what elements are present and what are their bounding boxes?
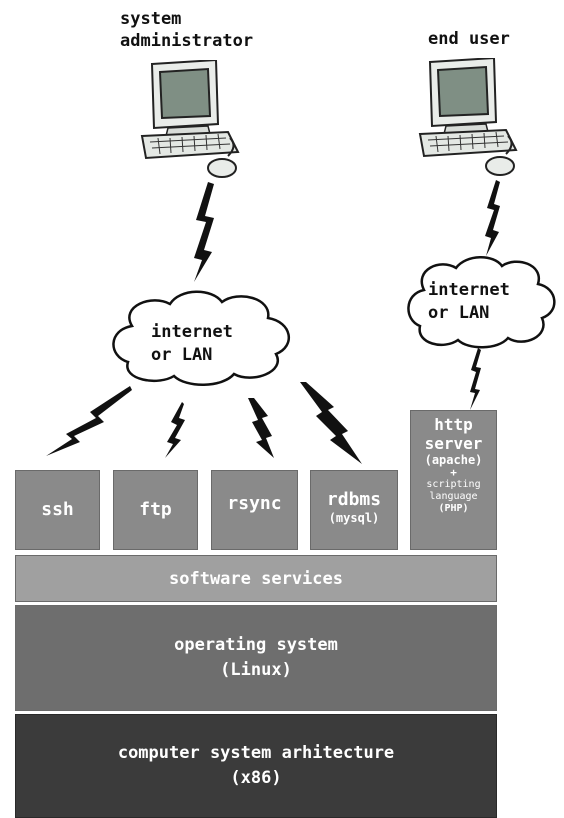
os-label-line1: operating system <box>174 635 338 655</box>
cloud-to-http-bolt-icon <box>470 348 481 410</box>
rdbms-service-box: rdbms (mysql) <box>310 470 398 550</box>
admin-to-cloud-bolt-icon <box>194 182 214 282</box>
end-user-label: end user <box>428 29 510 49</box>
right-cloud-line2: or LAN <box>428 303 490 323</box>
software-services-layer: software services <box>15 555 497 602</box>
end-user-computer-icon <box>418 58 518 176</box>
http-line7: (PHP) <box>438 503 469 514</box>
http-line1: http <box>434 415 473 434</box>
admin-computer-icon <box>140 60 240 178</box>
http-line5: scripting <box>426 479 481 490</box>
left-cloud-shape <box>112 290 291 386</box>
cloud-to-rsync-bolt-icon <box>248 398 274 458</box>
ssh-service-box: ssh <box>15 470 100 550</box>
admin-label-line2: administrator <box>120 31 254 51</box>
http-line3: (apache) <box>424 453 483 467</box>
software-services-label: software services <box>169 568 343 589</box>
architecture-layer: computer system arhitecture (x86) <box>15 714 497 818</box>
right-cloud-shape <box>407 256 556 349</box>
http-line2: server <box>424 434 483 453</box>
ftp-label: ftp <box>139 499 172 520</box>
cloud-to-ssh-bolt-icon <box>46 386 132 456</box>
ssh-label: ssh <box>41 499 74 520</box>
os-label-line2: (Linux) <box>220 660 292 680</box>
arch-label-line1: computer system arhitecture <box>117 743 395 763</box>
admin-label-line1: system <box>120 9 182 29</box>
right-cloud-label: internet or LAN <box>428 279 510 325</box>
http-line4: + <box>450 466 457 479</box>
ftp-service-box: ftp <box>113 470 198 550</box>
left-cloud-line2: or LAN <box>151 345 213 365</box>
right-cloud-line1: internet <box>428 280 510 300</box>
arch-label-line2: (x86) <box>230 768 282 788</box>
http-line6: language <box>429 491 478 502</box>
left-cloud-label: internet or LAN <box>151 321 233 367</box>
left-cloud-line1: internet <box>151 322 233 342</box>
rdbms-sublabel: (mysql) <box>328 511 380 525</box>
cloud-to-rdbms-bolt-icon <box>300 382 362 464</box>
enduser-to-cloud-bolt-icon <box>485 180 500 256</box>
http-server-box: http server (apache) + scripting languag… <box>410 410 497 550</box>
operating-system-layer: operating system (Linux) <box>15 605 497 711</box>
cloud-to-ftp-bolt-icon <box>165 402 185 458</box>
rsync-label: rsync <box>227 493 282 514</box>
rsync-service-box: rsync <box>211 470 298 550</box>
admin-label: system administrator <box>120 8 253 52</box>
rdbms-label: rdbms <box>326 489 382 510</box>
